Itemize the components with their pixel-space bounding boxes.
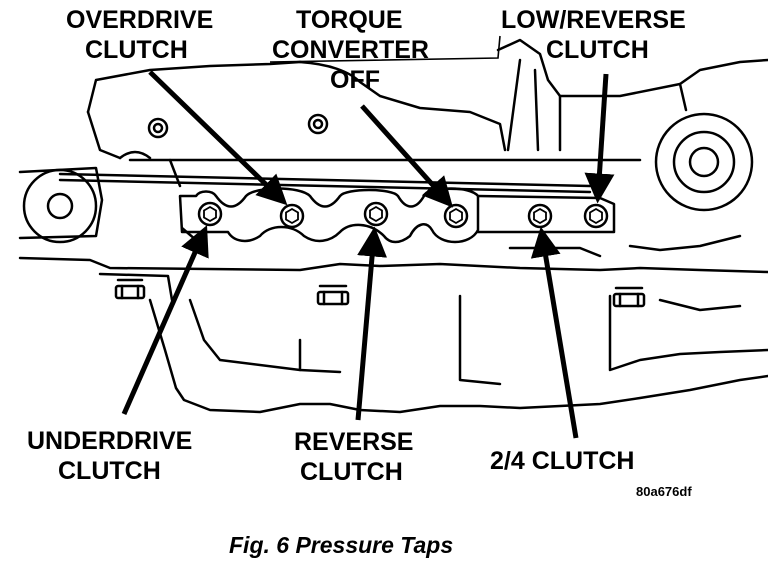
underdrive-clutch-arrow — [121, 225, 209, 416]
reverse-clutch-label-line2: CLUTCH — [300, 458, 403, 486]
pressure-tap-low-reverse — [583, 203, 609, 229]
pressure-tap-reverse — [363, 201, 389, 227]
torque-converter-off-label-line1: TORQUE — [296, 6, 403, 34]
pan-bolt — [114, 278, 146, 300]
low-reverse-clutch-arrow — [584, 73, 615, 204]
overdrive-clutch-label-line2: CLUTCH — [85, 36, 188, 64]
underdrive-clutch-label-line1: UNDERDRIVE — [27, 427, 192, 455]
two-four-clutch-arrow — [530, 226, 579, 439]
pan-bolt — [316, 284, 350, 306]
pressure-tap-overdrive — [279, 203, 305, 229]
low-reverse-clutch-label-line1: LOW/REVERSE — [501, 6, 686, 34]
pan-bolt — [612, 286, 646, 308]
reverse-clutch-label-line1: REVERSE — [294, 428, 413, 456]
underdrive-clutch-label: UNDERDRIVE CLUTCH — [27, 427, 199, 485]
reverse-clutch-label: REVERSE CLUTCH — [294, 428, 420, 486]
torque-converter-off-label-line3: OFF — [330, 66, 380, 94]
low-reverse-clutch-label-line2: CLUTCH — [546, 36, 649, 64]
torque-converter-off-arrow — [360, 104, 454, 208]
pressure-tap-two-four — [527, 203, 553, 229]
two-four-clutch-label: 2/4 CLUTCH — [490, 447, 634, 475]
low-reverse-clutch-label: LOW/REVERSE CLUTCH — [501, 6, 693, 64]
torque-converter-off-label-line2: CONVERTER — [272, 36, 429, 64]
underdrive-clutch-label-line2: CLUTCH — [58, 457, 161, 485]
figure-code: 80a676df — [636, 484, 692, 499]
pressure-tap-torque-converter-off — [443, 203, 469, 229]
transmission-body — [18, 38, 768, 414]
overdrive-clutch-label: OVERDRIVE CLUTCH — [66, 6, 220, 64]
figure-caption: Fig. 6 Pressure Taps — [229, 532, 453, 558]
overdrive-clutch-arrow — [148, 70, 288, 206]
torque-converter-off-label: TORQUE CONVERTER OFF — [272, 6, 436, 94]
overdrive-clutch-label-line1: OVERDRIVE — [66, 6, 213, 34]
pressure-tap-underdrive — [197, 201, 223, 227]
torque-converter-bracket-line — [269, 35, 501, 63]
reverse-clutch-arrow — [355, 226, 388, 421]
